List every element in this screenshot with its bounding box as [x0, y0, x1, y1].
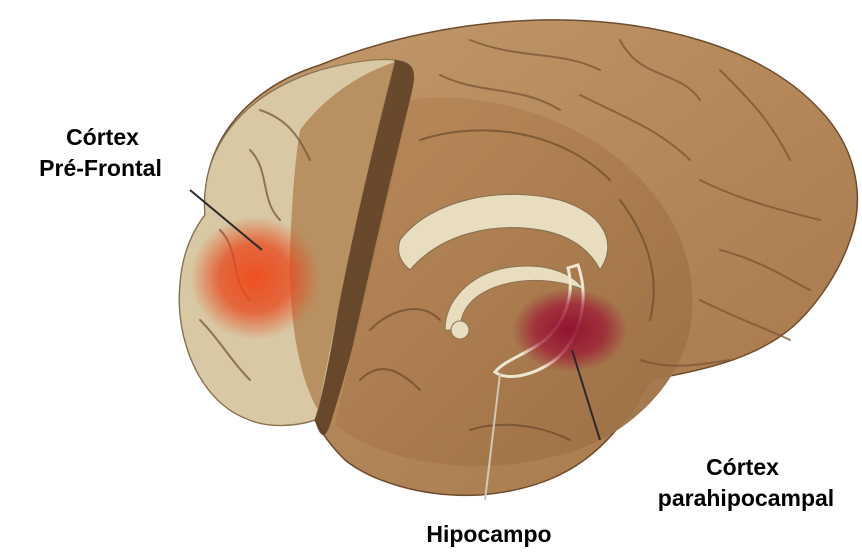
anterior-commissure	[451, 321, 469, 339]
parahippocampal-highlight	[512, 288, 628, 372]
label-prefrontal-line1: Córtex	[40, 123, 165, 151]
label-parahippocampal-line2: parahipocampal	[630, 484, 862, 512]
prefrontal-highlight	[190, 216, 320, 340]
label-prefrontal-line2: Pré-Frontal	[13, 154, 188, 182]
label-parahippocampal-line1: Córtex	[680, 453, 805, 481]
label-hippocampus: Hipocampo	[405, 520, 573, 548]
